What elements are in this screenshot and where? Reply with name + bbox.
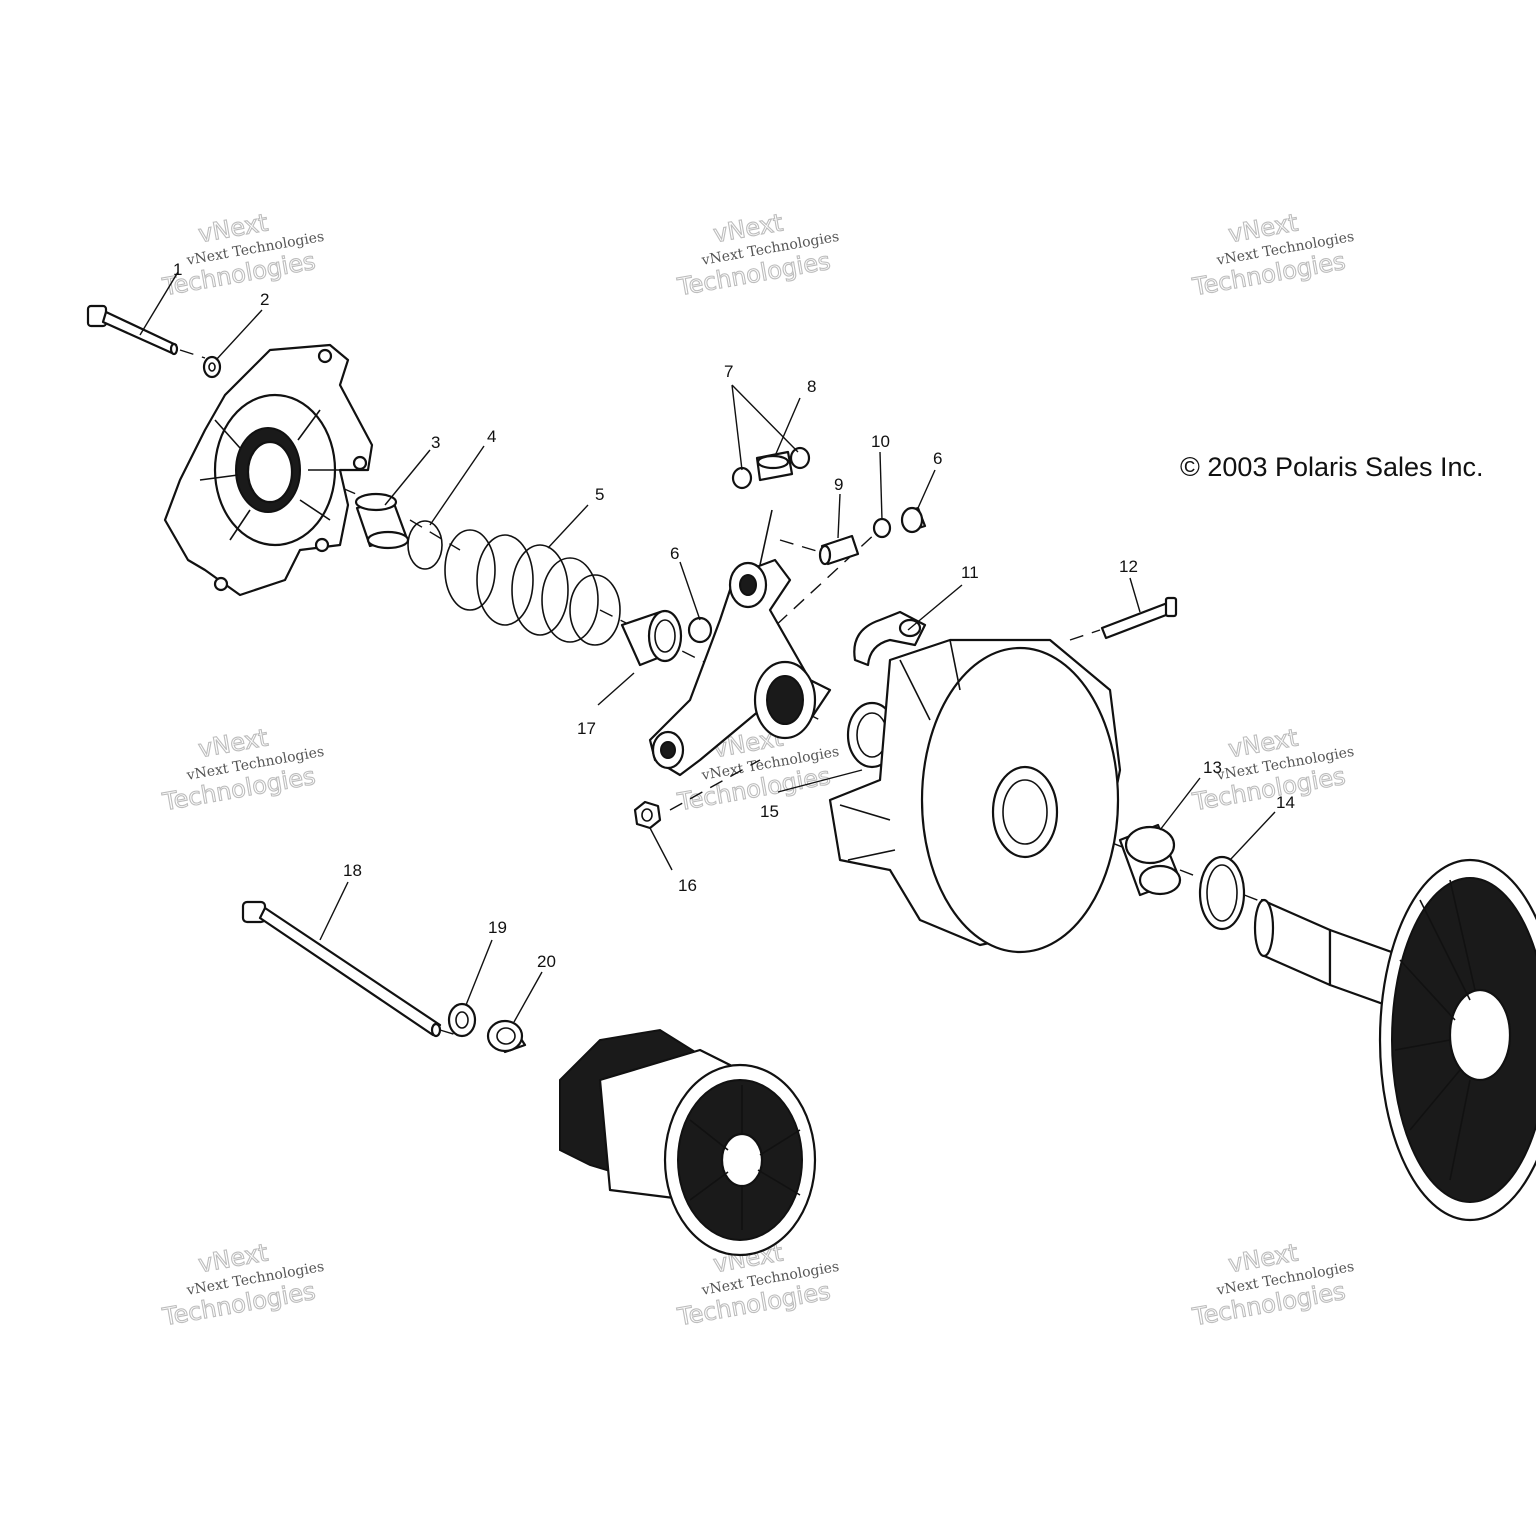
callout-7: 7 [724, 362, 733, 381]
moveable-sheave [828, 638, 1122, 954]
watermark: vNext vNext Technologies Technologies [159, 208, 325, 302]
callout-12: 12 [1119, 557, 1138, 576]
watermark: vNext vNext Technologies Technologies [1189, 208, 1355, 302]
part-6-roller-right [900, 506, 927, 534]
watermark: vNext vNext Technologies Technologies [159, 1238, 325, 1332]
callout-6b: 6 [670, 544, 679, 563]
callout-20: 20 [537, 952, 556, 971]
part-3-bushing [354, 492, 410, 550]
callout-10: 10 [871, 432, 890, 451]
callout-5: 5 [595, 485, 604, 504]
part-20-spacer [486, 1019, 527, 1054]
copyright-notice: © 2003 Polaris Sales Inc. [1180, 452, 1484, 482]
part-8-pin [755, 450, 794, 482]
part-13-bushing [1118, 823, 1182, 897]
watermark: vNext vNext Technologies Technologies [159, 723, 325, 817]
callout-11: 11 [961, 563, 979, 582]
part-19-star-washer [447, 1002, 477, 1038]
fixed-sheave-shaft [1253, 858, 1536, 1222]
callout-numbers: 1 2 3 4 5 6 7 8 9 10 6 11 12 13 14 15 16… [173, 260, 1295, 971]
callout-8: 8 [807, 377, 816, 396]
watermark: vNext vNext Technologies Technologies [674, 208, 840, 302]
callout-16: 16 [678, 876, 697, 895]
callout-18: 18 [343, 861, 362, 880]
callout-2: 2 [260, 290, 269, 309]
callout-1: 1 [173, 260, 182, 279]
clutch-cover [163, 343, 374, 597]
part-18-bolt [241, 900, 442, 1038]
watermark: vNext vNext Technologies Technologies [1189, 1238, 1355, 1332]
part-2-washer [202, 355, 222, 379]
callout-3: 3 [431, 433, 440, 452]
part-5-spring [444, 529, 621, 646]
leader-lines [139, 271, 1276, 1023]
spider-arm [648, 509, 832, 777]
part-7-washers [731, 446, 811, 490]
callout-19: 19 [488, 918, 507, 937]
part-14-ring [1198, 855, 1246, 931]
part-9-pin [818, 534, 860, 566]
callout-14: 14 [1276, 793, 1295, 812]
callout-9: 9 [834, 475, 843, 494]
callout-4: 4 [487, 427, 496, 446]
callout-15: 15 [760, 802, 779, 821]
callout-6: 6 [933, 449, 942, 468]
part-6-roller-left [687, 616, 713, 644]
part-12-pin [1100, 596, 1178, 640]
part-16-nut [633, 800, 662, 830]
part-4-snap-ring [407, 520, 443, 570]
callout-17: 17 [577, 719, 596, 738]
callout-13: 13 [1203, 758, 1222, 777]
part-17-bushing-cup [620, 609, 683, 667]
part-10-washer [872, 517, 892, 539]
assembled-clutch [559, 1028, 817, 1257]
part-1-bolt [86, 304, 179, 356]
